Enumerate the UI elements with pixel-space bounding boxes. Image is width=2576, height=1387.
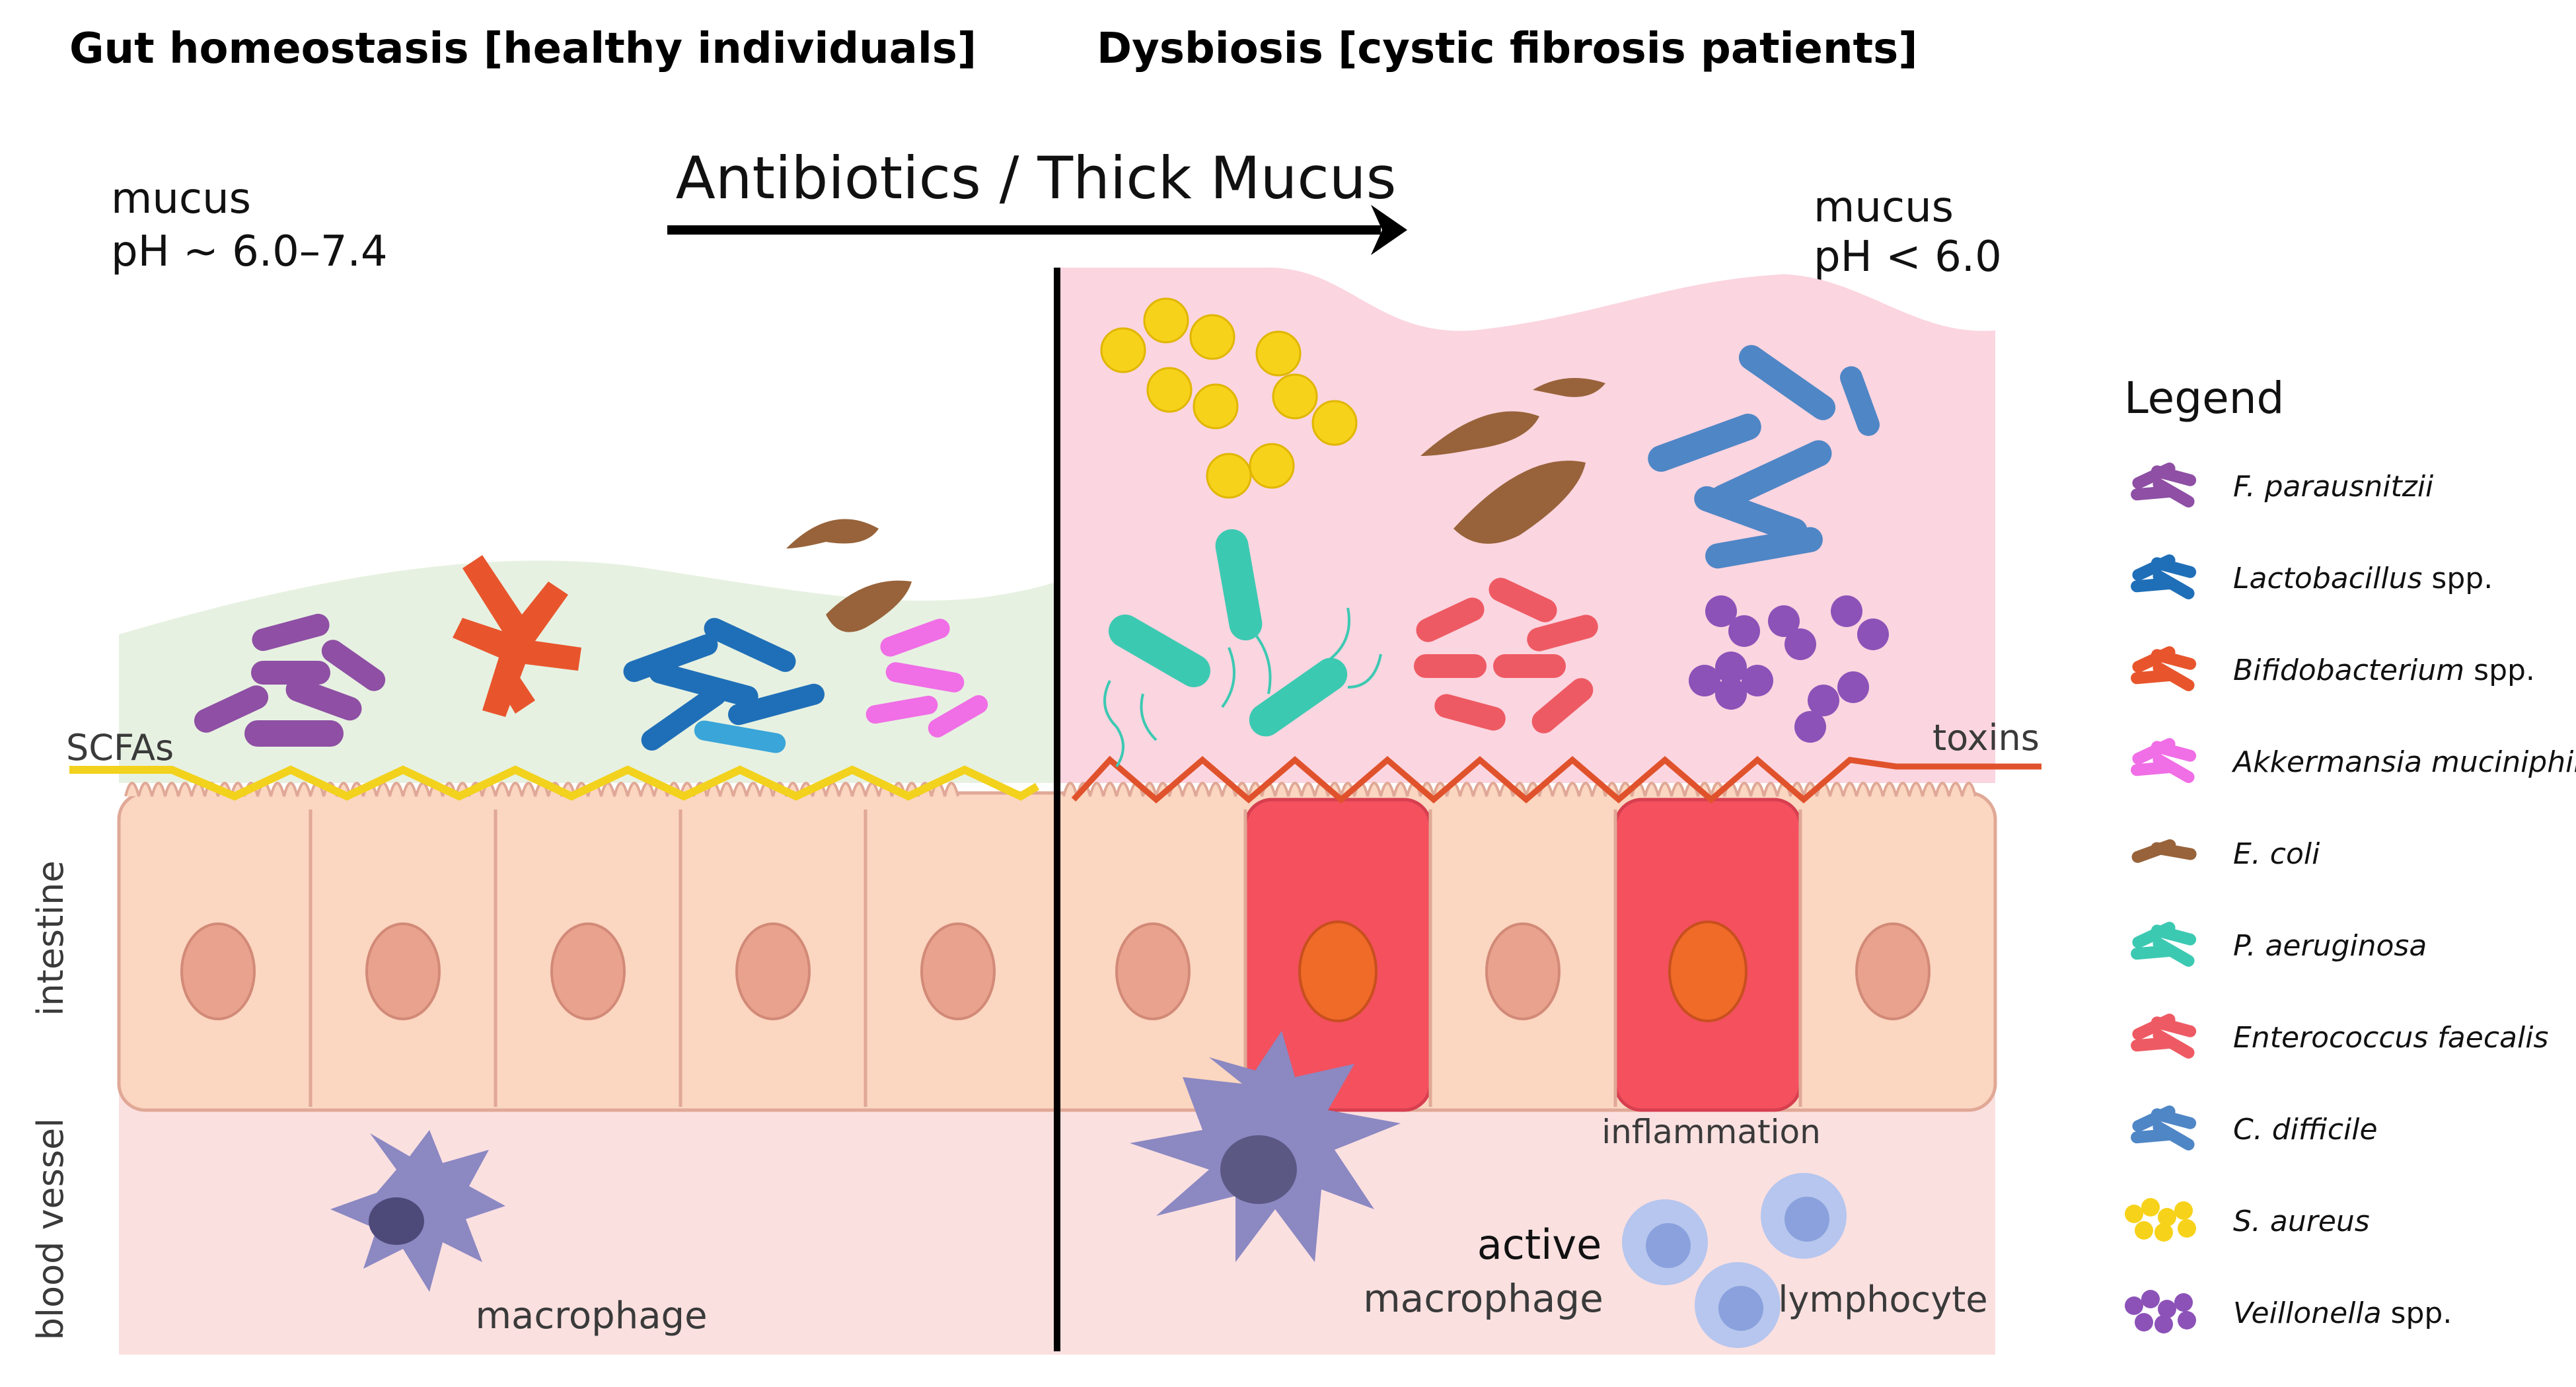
p-aeruginosa-flagella [1103,607,1382,768]
bifidobacterium-cluster [453,555,581,717]
legend-item: C. difficile [2131,1106,2378,1150]
s-aureus-cluster [1100,297,1358,499]
lymphocyte-label: lymphocyte [1778,1279,1987,1320]
lymphocyte-cell [1622,1173,1847,1348]
heading-dysbiosis: Dysbiosis [cystic fibrosis patients] [1097,24,1917,73]
enterococcus-cluster [1414,578,1598,733]
legend-item-label: S. aureus [2233,1205,2370,1238]
legend-item: Veillonella spp. [2125,1290,2452,1333]
cell-dividers [309,809,1802,1107]
blood-vessel-label: blood vessel [30,1118,71,1340]
active-label: active [1477,1220,1601,1269]
macrophage-label: macrophage [475,1294,707,1337]
e-coli-healthy [786,519,912,632]
f-parausnitzii-cluster [194,613,386,747]
legend-species-name: Enterococcus faecalis [2233,1021,2548,1055]
right-mucus-label: mucus [1814,183,1954,232]
legend-item: S. aureus [2125,1198,2370,1242]
c-difficile-cluster [1648,345,1880,569]
flagellated-rod-icon [2131,738,2197,783]
legend-species-name: P. aeruginosa [2233,929,2427,963]
legend-item-label: P. aeruginosa [2233,929,2427,963]
right-arrow-icon [667,205,1407,255]
active-macrophage-label: macrophage [1363,1276,1603,1321]
cocci-cluster-icon [2125,1290,2196,1333]
healthy-mucus-layer [119,560,1057,783]
intestine-label: intestine [30,860,71,1016]
legend-species-name: Lactobacillus [2233,562,2422,595]
lactobacillus-cluster [623,618,825,753]
legend-item: Enterococcus faecalis [2131,1014,2548,1059]
cocci-cluster-icon [2125,1198,2196,1242]
p-aeruginosa-cluster [1109,529,1348,737]
active-macrophage-cell [1130,1031,1401,1262]
legend-item: Bifidobacterium spp. [2131,646,2535,691]
veillonella-cluster [1689,595,1889,743]
legend-item-label: Akkermansia muciniphila [2231,745,2576,779]
rod-cluster-icon [2131,554,2197,599]
legend-item: Lactobacillus spp. [2131,554,2493,599]
legend-item-label: E. coli [2233,837,2320,871]
legend-item-label: C. difficile [2233,1113,2378,1146]
rod-cluster-icon [2131,1014,2197,1059]
macrophage-cell [330,1130,505,1292]
rod-cluster-icon [2131,463,2197,507]
left-mucus-label: mucus [111,174,251,223]
legend-item: Akkermansia muciniphila [2131,738,2576,783]
inflamed-nuclei [1298,920,1748,1022]
legend-species-suffix: spp. [2464,654,2535,687]
legend-item: E. coli [2131,837,2320,871]
toxin-line [1071,755,2042,804]
curved-rod-icon [2131,839,2197,863]
scfas-label: SCFAs [66,727,174,768]
legend-species-name: S. aureus [2233,1205,2370,1238]
cell-nuclei [180,922,1931,1020]
branched-rod-icon [2131,646,2197,691]
e-coli-dysbiosis [1420,378,1605,544]
legend-item-label: F. parausnitzii [2233,470,2434,504]
legend-species-name: E. coli [2233,837,2320,871]
legend-item-label: Lactobacillus spp. [2233,562,2493,595]
rod-cluster-icon [2131,1106,2197,1150]
toxins-label: toxins [1932,717,2040,759]
legend-item-label: Veillonella spp. [2233,1296,2452,1330]
heading-gut-homeostasis: Gut homeostasis [healthy individuals] [69,24,976,73]
legend-species-name: C. difficile [2233,1113,2378,1146]
akkermansia-cluster [865,619,988,737]
flagellated-rod-icon [2131,922,2197,967]
legend-species-suffix: spp. [2422,562,2493,595]
legend-title: Legend [2124,373,2284,424]
legend-item: F. parausnitzii [2131,463,2434,507]
legend-item-label: Bifidobacterium spp. [2233,654,2535,687]
right-mucus-ph: pH < 6.0 [1814,233,2002,281]
scfa-line [69,765,1040,801]
legend-species-name: Veillonella [2233,1296,2382,1330]
legend-species-name: F. parausnitzii [2233,470,2434,504]
legend-species-suffix: spp. [2382,1296,2452,1330]
legend-item: P. aeruginosa [2131,922,2427,967]
legend-species-name: Akkermansia muciniphila [2231,745,2576,779]
legend-species-name: Bifidobacterium [2233,654,2464,687]
legend-item-label: Enterococcus faecalis [2233,1021,2548,1055]
left-mucus-ph: pH ~ 6.0–7.4 [111,227,388,276]
inflammation-label: inflammation [1601,1113,1821,1151]
arrow-label: Antibiotics / Thick Mucus [676,144,1397,212]
